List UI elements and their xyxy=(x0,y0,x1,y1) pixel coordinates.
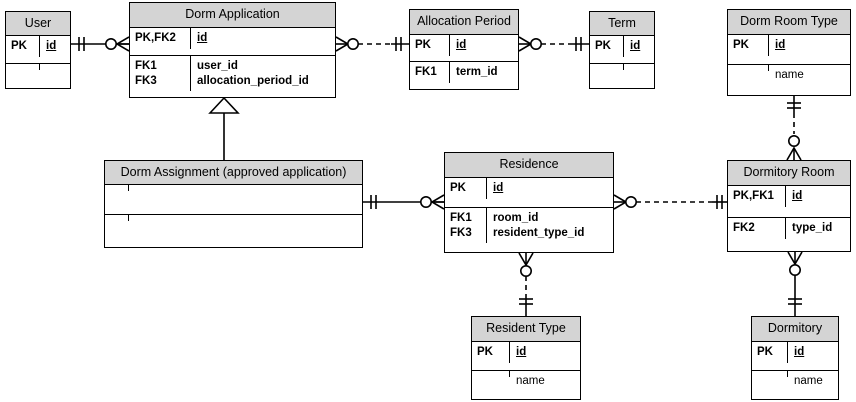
attribute-row[interactable]: PK,FK2 id xyxy=(130,28,335,56)
attribute-name: user_id allocation_period_id xyxy=(197,60,309,87)
entity-dorm-assignment[interactable]: Dorm Assignment (approved application) xyxy=(104,160,363,248)
attribute-name: name xyxy=(516,375,545,387)
attribute-name: id xyxy=(794,346,805,358)
attribute-row[interactable]: PK id xyxy=(472,342,580,371)
attribute-name: id xyxy=(516,346,527,358)
attribute-key: FK1 FK3 xyxy=(445,208,487,244)
entity-title-term: Term xyxy=(590,12,654,36)
attribute-key: FK1 xyxy=(410,62,450,83)
attribute-row[interactable]: name xyxy=(752,371,838,399)
attribute-key: PK xyxy=(410,35,450,56)
attribute-key xyxy=(752,371,788,377)
attribute-key xyxy=(6,64,40,70)
entity-body-user: PK id xyxy=(6,36,70,88)
entity-title-allocation-period: Allocation Period xyxy=(410,10,518,35)
entity-body-dorm-assignment xyxy=(105,185,362,245)
attribute-key: PK xyxy=(590,36,624,57)
attribute-row[interactable]: PK id xyxy=(6,36,70,64)
entity-title-dorm-application: Dorm Application xyxy=(130,3,335,28)
attribute-key: PK xyxy=(445,178,487,199)
attribute-row[interactable] xyxy=(105,215,362,245)
attribute-name: id xyxy=(775,39,786,51)
entity-body-resident-type: PK id name xyxy=(472,342,580,399)
attribute-key xyxy=(472,371,510,377)
connector-allocation-period-to-term xyxy=(518,36,589,52)
attribute-key: FK2 xyxy=(728,218,786,239)
attribute-name: id xyxy=(630,40,641,52)
attribute-key xyxy=(105,215,129,221)
entity-title-dormitory-room: Dormitory Room xyxy=(728,161,850,186)
attribute-row[interactable]: PK id xyxy=(410,35,518,62)
attribute-name: id xyxy=(792,190,803,202)
attribute-key: PK xyxy=(752,342,788,363)
attribute-row[interactable]: PK id xyxy=(445,178,613,208)
connector-residence-to-resident-type xyxy=(518,252,534,316)
connector-dormitory-room-to-dormitory xyxy=(787,251,803,316)
attribute-name: name xyxy=(775,69,804,81)
entity-title-resident-type: Resident Type xyxy=(472,317,580,342)
attribute-name xyxy=(40,64,70,70)
attribute-row[interactable] xyxy=(590,64,654,88)
attribute-name: term_id xyxy=(456,66,498,78)
attribute-name: type_id xyxy=(792,222,833,234)
attribute-row[interactable]: FK2 type_id xyxy=(728,218,850,250)
entity-title-user: User xyxy=(6,12,70,36)
attribute-name: id xyxy=(456,39,467,51)
attribute-name xyxy=(129,215,362,221)
attribute-name: id xyxy=(197,32,208,44)
entity-title-residence: Residence xyxy=(445,153,613,178)
entity-title-dormitory: Dormitory xyxy=(752,317,838,342)
attribute-row[interactable] xyxy=(105,185,362,215)
attribute-key: PK xyxy=(728,35,769,56)
attribute-name xyxy=(624,64,654,70)
entity-body-dorm-room-type: PK id name xyxy=(728,35,850,95)
attribute-name xyxy=(129,185,362,191)
attribute-row[interactable]: PK id xyxy=(590,36,654,64)
attribute-key: PK,FK1 xyxy=(728,186,786,207)
attribute-row[interactable] xyxy=(6,64,70,88)
attribute-key: FK1 FK3 xyxy=(130,56,191,92)
entity-title-dorm-room-type: Dorm Room Type xyxy=(728,10,850,35)
entity-body-dormitory: PK id name xyxy=(752,342,838,399)
attribute-key xyxy=(105,185,129,191)
attribute-key: PK xyxy=(6,36,40,57)
attribute-key xyxy=(728,65,769,71)
attribute-row[interactable]: PK id xyxy=(728,35,850,65)
attribute-name: id xyxy=(46,40,57,52)
connector-dorm-application-to-allocation-period xyxy=(335,36,409,52)
connector-user-to-dorm-application xyxy=(71,36,130,52)
attribute-key xyxy=(590,64,624,70)
attribute-row[interactable]: FK1 term_id xyxy=(410,62,518,89)
connector-dorm-assignment-to-residence xyxy=(363,194,445,210)
connector-dorm-assignment-inheritance xyxy=(208,96,240,160)
attribute-name: name xyxy=(794,375,823,387)
attribute-row[interactable]: name xyxy=(728,65,850,95)
connector-residence-to-dormitory-room xyxy=(613,194,727,210)
connector-dorm-room-type-to-dormitory-room xyxy=(786,96,802,161)
attribute-row[interactable]: name xyxy=(472,371,580,399)
attribute-name: room_id resident_type_id xyxy=(493,212,585,239)
attribute-row[interactable]: PK,FK1 id xyxy=(728,186,850,218)
attribute-key: PK xyxy=(472,342,510,363)
entity-body-term: PK id xyxy=(590,36,654,88)
attribute-name: id xyxy=(493,182,504,194)
attribute-key: PK,FK2 xyxy=(130,28,191,49)
attribute-row[interactable]: PK id xyxy=(752,342,838,371)
entity-title-dorm-assignment: Dorm Assignment (approved application) xyxy=(105,161,362,185)
